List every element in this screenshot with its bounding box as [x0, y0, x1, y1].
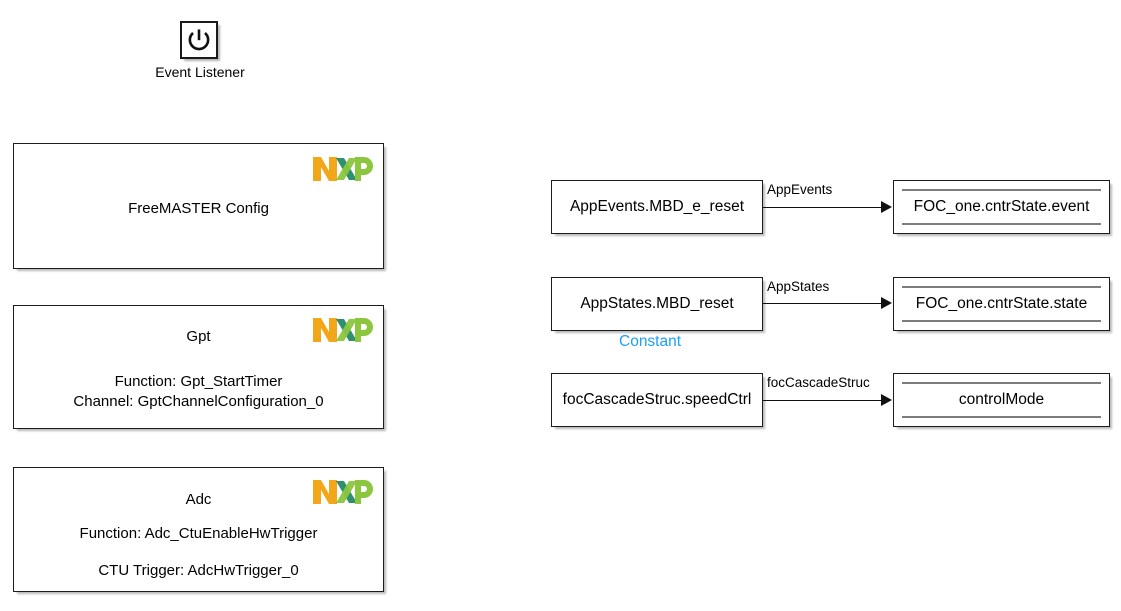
source-block-foccascade[interactable]: focCascadeStruc.speedCtrl: [551, 373, 763, 427]
block-detail-line: Function: Gpt_StartTimer: [114, 373, 283, 390]
destination-block-controlmode[interactable]: controlMode: [893, 373, 1110, 427]
destination-block-label: controlMode: [958, 391, 1045, 408]
block-adc[interactable]: Adc Function: Adc_CtuEnableHwTrigger CTU…: [13, 467, 384, 592]
block-title: Gpt: [186, 328, 211, 345]
signal-line[interactable]: [763, 207, 882, 208]
signal-arrow-icon: [881, 201, 892, 213]
datastore-rule-bottom: [902, 320, 1101, 322]
datastore-rule-top: [902, 382, 1101, 384]
destination-block-label: FOC_one.cntrState.event: [913, 198, 1090, 215]
signal-label: focCascadeStruc: [767, 375, 870, 390]
destination-block-foc-event[interactable]: FOC_one.cntrState.event: [893, 180, 1110, 234]
block-detail-line: CTU Trigger: AdcHwTrigger_0: [98, 562, 299, 579]
block-title: Adc: [185, 491, 212, 508]
source-block-label: focCascadeStruc.speedCtrl: [562, 391, 752, 408]
datastore-rule-bottom: [902, 223, 1101, 225]
datastore-rule-top: [902, 286, 1101, 288]
source-block-label: AppStates.MBD_reset: [580, 295, 734, 312]
signal-line[interactable]: [763, 400, 882, 401]
event-listener-label: Event Listener: [155, 64, 245, 80]
event-listener-block[interactable]: [180, 21, 218, 59]
datastore-rule-top: [902, 189, 1101, 191]
datastore-rule-bottom: [902, 416, 1101, 418]
nxp-logo-icon: [311, 154, 373, 184]
signal-arrow-icon: [881, 297, 892, 309]
power-icon: [188, 29, 210, 51]
block-freemaster-config[interactable]: FreeMASTER Config: [13, 143, 384, 269]
block-title: FreeMASTER Config: [128, 200, 269, 217]
signal-arrow-icon: [881, 394, 892, 406]
nxp-logo-icon: [311, 477, 373, 507]
nxp-logo-icon: [311, 315, 373, 345]
source-block-appstates[interactable]: AppStates.MBD_reset: [551, 277, 763, 331]
destination-block-foc-state[interactable]: FOC_one.cntrState.state: [893, 277, 1110, 331]
annotation-constant[interactable]: Constant: [619, 333, 682, 350]
destination-block-label: FOC_one.cntrState.state: [915, 295, 1088, 312]
signal-line[interactable]: [763, 303, 882, 304]
source-block-appevents[interactable]: AppEvents.MBD_e_reset: [551, 180, 763, 234]
signal-label: AppStates: [767, 279, 830, 294]
block-gpt[interactable]: Gpt Function: Gpt_StartTimer Channel: Gp…: [13, 305, 384, 429]
block-detail-line: Function: Adc_CtuEnableHwTrigger: [79, 525, 318, 542]
signal-label: AppEvents: [767, 182, 833, 197]
source-block-label: AppEvents.MBD_e_reset: [569, 198, 745, 215]
block-detail-line: Channel: GptChannelConfiguration_0: [73, 393, 324, 410]
